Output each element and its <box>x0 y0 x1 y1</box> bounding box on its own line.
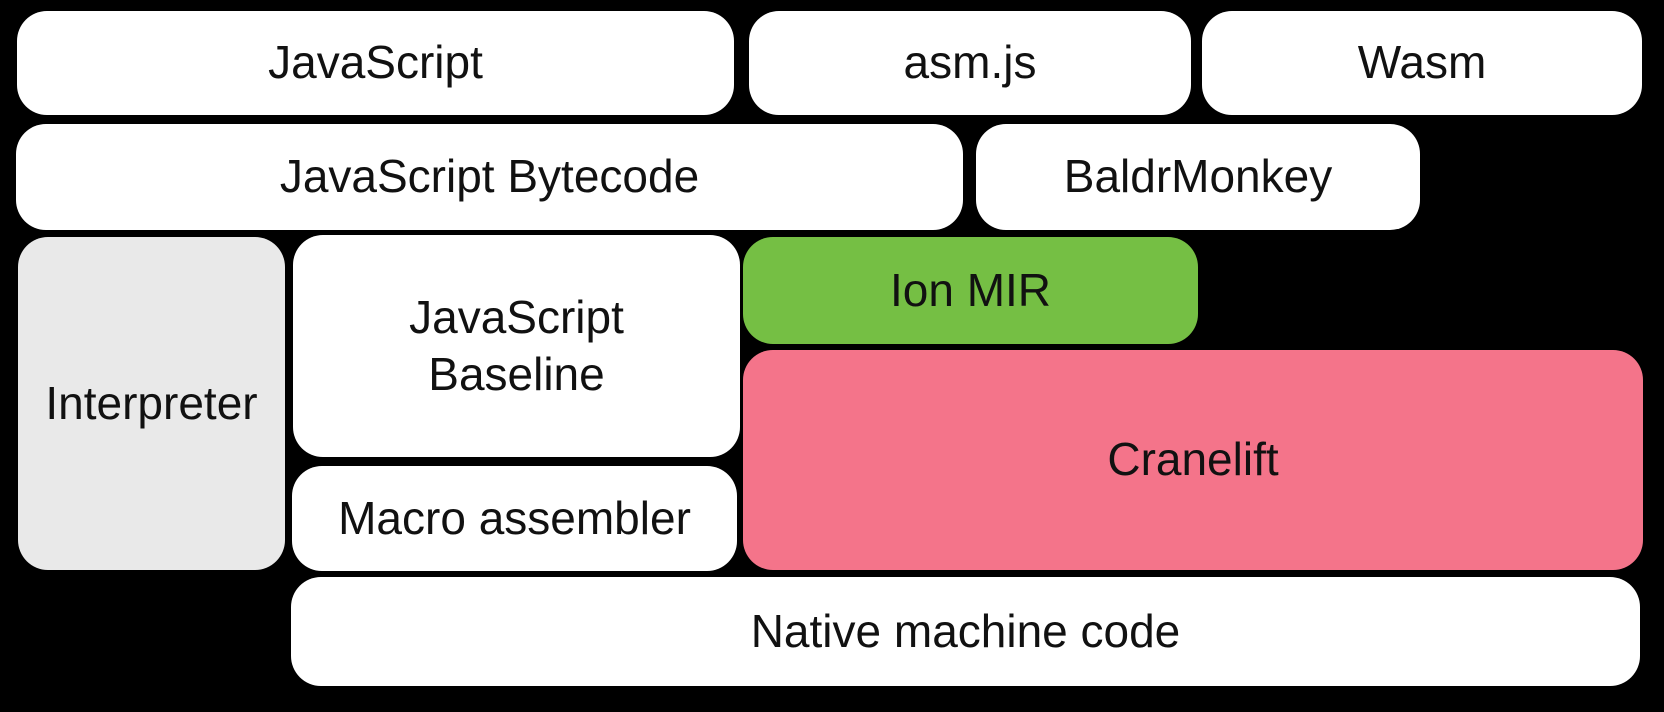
node-macro-assembler-label: Macro assembler <box>338 491 691 544</box>
node-javascript-bytecode: JavaScript Bytecode <box>16 124 963 230</box>
node-javascript-bytecode-label: JavaScript Bytecode <box>279 150 700 203</box>
node-javascript-label: JavaScript <box>268 36 483 89</box>
node-cranelift: Cranelift <box>743 350 1643 570</box>
node-interpreter-label: Interpreter <box>45 376 258 429</box>
node-ion-mir-label: Ion MIR <box>889 263 1052 316</box>
node-native-machine-code-label: Native machine code <box>750 604 1181 657</box>
node-cranelift-label: Cranelift <box>1107 433 1279 486</box>
node-wasm-label: Wasm <box>1357 36 1487 89</box>
node-asmjs-label: asm.js <box>903 36 1037 89</box>
node-wasm: Wasm <box>1202 11 1642 115</box>
node-javascript-baseline: JavaScript Baseline <box>293 235 740 457</box>
node-interpreter: Interpreter <box>18 237 285 570</box>
node-macro-assembler: Macro assembler <box>292 466 737 571</box>
node-ion-mir: Ion MIR <box>743 237 1198 344</box>
node-javascript-baseline-label: JavaScript Baseline <box>409 290 624 401</box>
node-baldrmonkey: BaldrMonkey <box>976 124 1420 230</box>
node-baldrmonkey-label: BaldrMonkey <box>1063 150 1333 203</box>
node-asmjs: asm.js <box>749 11 1191 115</box>
node-javascript: JavaScript <box>17 11 734 115</box>
node-native-machine-code: Native machine code <box>291 577 1640 686</box>
